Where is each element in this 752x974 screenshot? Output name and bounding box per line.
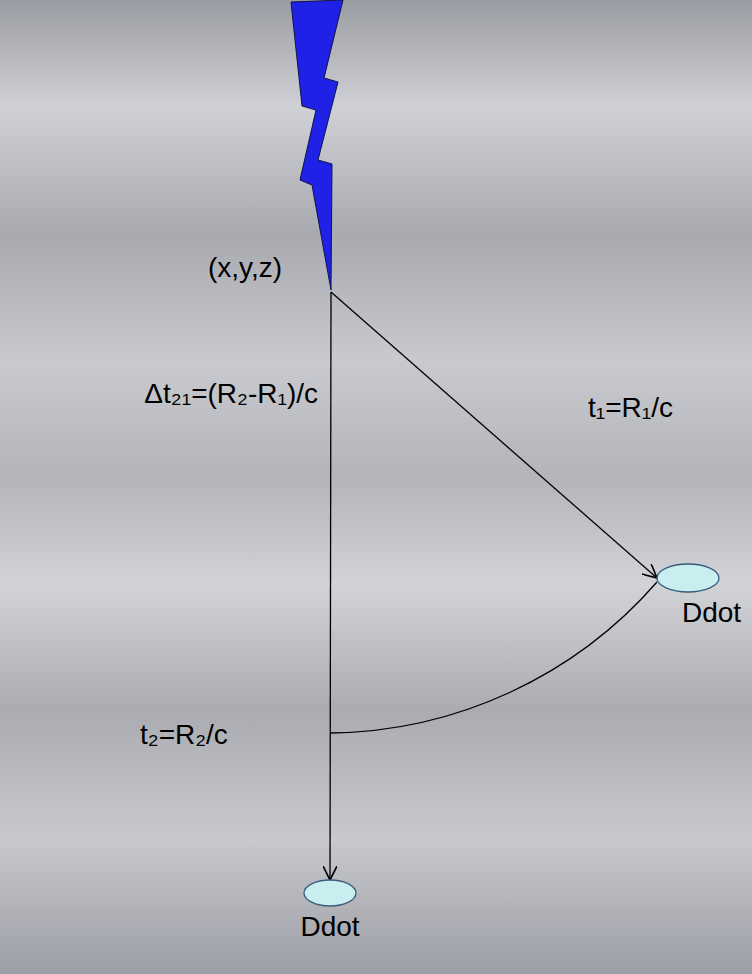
bolt-shape [291,0,343,290]
signal-path [330,292,331,880]
detector-ellipse [656,563,720,593]
detector: Ddot [656,563,743,629]
ellipse-outline [304,880,356,906]
ellipse-outline [657,564,719,592]
time-difference-label: Δt₂₁=(R₂-R₁)/c [144,378,318,410]
travel-time-label: t₁=R₁/c [588,392,673,424]
detector-label: Ddot [298,911,361,943]
detector-ellipse [303,879,357,907]
detector-label: Ddot [682,597,743,629]
arc [330,582,657,733]
point-label: (x,y,z) [208,252,282,284]
signal-path [331,292,657,578]
travel-time-label: t₂=R₂/c [140,719,228,751]
lightning-source: (x,y,z) [200,0,350,292]
detector: Ddot [298,879,361,943]
lightning-bolt [200,0,350,292]
